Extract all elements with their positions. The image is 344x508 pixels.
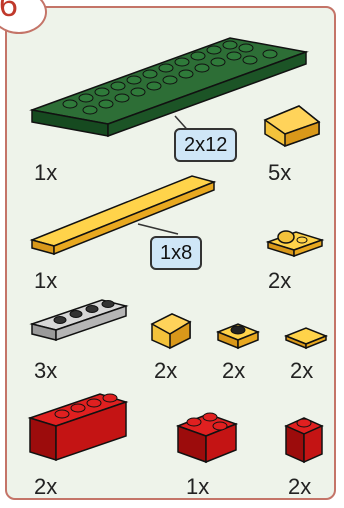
slope-small-icon bbox=[148, 310, 196, 352]
callout-1x8: 1x8 bbox=[150, 236, 202, 270]
step-number: 6 bbox=[0, 0, 18, 25]
qty-hinge-plate: 2x bbox=[268, 268, 291, 294]
hinge-plate-icon bbox=[266, 222, 326, 262]
qty-brick-corner: 1x bbox=[186, 474, 209, 500]
qty-brick-1x1: 2x bbox=[288, 474, 311, 500]
slope-icon bbox=[263, 100, 323, 150]
brick-corner-icon bbox=[174, 404, 242, 466]
qty-slope: 5x bbox=[268, 160, 291, 186]
qty-brick-1x4: 2x bbox=[34, 474, 57, 500]
plate-1x4-icon bbox=[30, 294, 130, 346]
brick-1x4-icon bbox=[28, 388, 132, 464]
brick-1x1-icon bbox=[284, 412, 324, 466]
callout-2x12: 2x12 bbox=[174, 128, 237, 162]
qty-tile-1x8: 1x bbox=[34, 268, 57, 294]
qty-plate-1x1: 2x bbox=[222, 358, 245, 384]
qty-plate-1x4: 3x bbox=[34, 358, 57, 384]
qty-tile-corner: 2x bbox=[290, 358, 313, 384]
plate-1x1-icon bbox=[216, 318, 260, 352]
tile-corner-icon bbox=[284, 322, 328, 350]
qty-slope-small: 2x bbox=[154, 358, 177, 384]
